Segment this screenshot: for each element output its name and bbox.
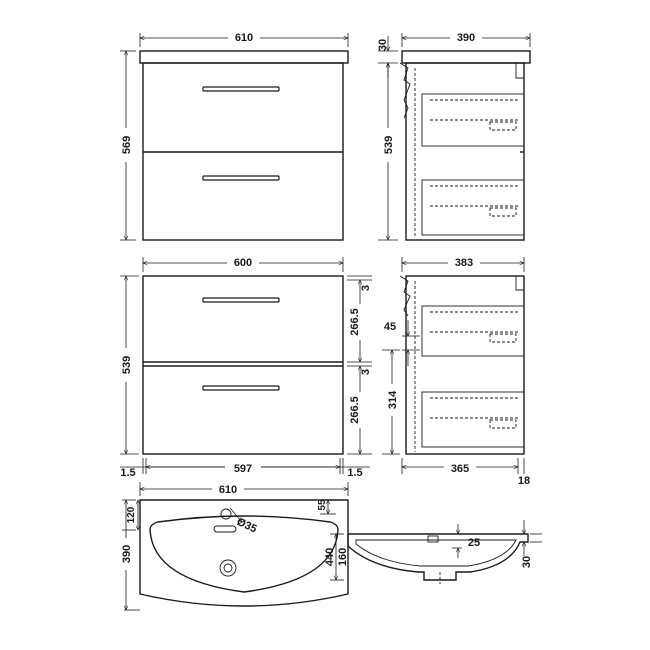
carcass-width-label: 600 xyxy=(234,257,252,269)
carcass-gap-top-label: 3 xyxy=(360,285,372,291)
basin-top-front xyxy=(139,50,349,64)
carcass-inner-width-label: 597 xyxy=(234,463,252,475)
basin-section-outline xyxy=(347,533,529,581)
carcass-side-right-label: 1.5 xyxy=(347,467,362,479)
basin-width-label: 610 xyxy=(219,484,237,496)
basin-bowl xyxy=(149,515,339,593)
basin-back-edge-label: 55 xyxy=(317,499,328,511)
carcass-offset-label: 45 xyxy=(384,321,396,333)
carcass-side-view: 383 45 314 365 18 xyxy=(382,255,530,487)
bottom-drawer-box xyxy=(421,179,525,236)
carcass-side-depth-label: 383 xyxy=(455,257,473,269)
side-top-label: 30 xyxy=(377,39,389,51)
drawer-handle-top xyxy=(202,86,280,92)
section-overall-label: 440 xyxy=(324,548,336,566)
carcass-gap-mid-label: 3 xyxy=(360,369,372,375)
front-height-label: 569 xyxy=(121,136,133,154)
carcass-height-label: 539 xyxy=(121,356,133,374)
carcass-side-height-label: 314 xyxy=(387,390,399,409)
front-width-label: 610 xyxy=(235,32,253,44)
tap-hole-label: Ø35 xyxy=(235,516,259,536)
carcass-inner-depth-label: 365 xyxy=(451,463,469,475)
carcass-drawer-bottom-label: 266.5 xyxy=(349,396,361,424)
carcass-handle-bottom xyxy=(202,385,280,391)
wall-bracket xyxy=(399,62,411,119)
tap-hole xyxy=(220,508,232,520)
top-drawer-box xyxy=(421,93,525,147)
side-height-label: 539 xyxy=(383,136,395,154)
basin-top-side xyxy=(401,50,531,64)
carcass-bottom-drawer-box xyxy=(421,391,525,448)
side-view: 390 30 539 xyxy=(377,30,531,241)
basin-section-view: 440 160 25 30 xyxy=(324,520,542,584)
section-rim-label: 30 xyxy=(521,556,533,568)
overflow-section xyxy=(427,535,439,543)
carcass-top-drawer-box xyxy=(421,305,525,357)
basin-outline xyxy=(139,499,349,607)
section-bowl-label: 160 xyxy=(337,548,349,566)
overflow-slot xyxy=(213,525,237,533)
waste-inner xyxy=(223,563,233,573)
waste-outer xyxy=(219,559,237,577)
carcass-front xyxy=(142,275,344,455)
carcass-handle-top xyxy=(202,297,280,303)
cabinet-side xyxy=(405,62,525,241)
basin-section-bowl xyxy=(355,539,517,567)
front-view: 610 569 xyxy=(118,30,349,241)
carcass-side-left-label: 1.5 xyxy=(120,467,135,479)
side-depth-label: 390 xyxy=(457,32,475,44)
drawer-handle-bottom xyxy=(202,175,280,181)
carcass-front-view: 600 539 3 266.5 3 266.5 1.5 597 1.5 xyxy=(118,255,372,479)
basin-tap-offset-label: 120 xyxy=(126,506,137,523)
basin-depth-label: 390 xyxy=(121,545,133,563)
basin-plan-view: Ø35 610 55 120 390 xyxy=(118,482,349,610)
section-overflow-label: 25 xyxy=(468,537,480,549)
carcass-drawer-top-label: 266.5 xyxy=(349,308,361,336)
carcass-side xyxy=(405,275,525,455)
carcass-back-label: 18 xyxy=(518,475,530,487)
